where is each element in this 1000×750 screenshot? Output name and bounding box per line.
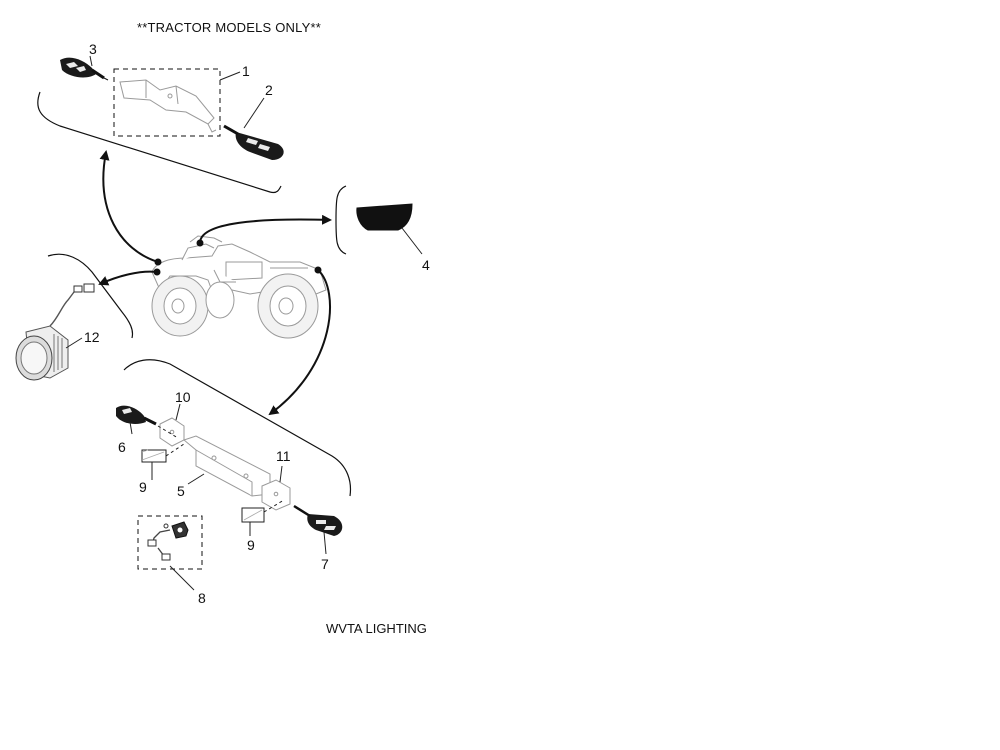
leader-12 bbox=[65, 337, 83, 349]
bracket-11 bbox=[261, 479, 291, 511]
atv-illustration bbox=[151, 235, 327, 339]
group-bracket-12 bbox=[47, 253, 134, 339]
arrow-to-bottom-group bbox=[268, 269, 331, 416]
callout-2: 2 bbox=[265, 82, 273, 98]
callout-4: 4 bbox=[422, 257, 430, 273]
indicator-3 bbox=[60, 57, 109, 81]
arrow-to-rear-lens bbox=[199, 214, 332, 244]
leader-11 bbox=[279, 465, 283, 483]
callout-9-left: 9 bbox=[139, 479, 147, 495]
leader-1 bbox=[219, 71, 241, 81]
top-indicator-group bbox=[37, 55, 284, 194]
callout-5: 5 bbox=[177, 483, 185, 499]
leader-4 bbox=[401, 227, 423, 255]
work-lamp-12 bbox=[15, 283, 95, 381]
group-bracket-4 bbox=[335, 185, 347, 255]
leader-2 bbox=[243, 97, 265, 129]
part-8-dashed-box bbox=[137, 515, 203, 570]
diagram-title: WVTA LIGHTING bbox=[326, 621, 427, 636]
callout-12: 12 bbox=[84, 329, 100, 345]
callout-3: 3 bbox=[89, 41, 97, 57]
bottom-group bbox=[116, 359, 352, 591]
rear-lens-group bbox=[335, 185, 423, 255]
leader-3 bbox=[89, 55, 93, 67]
bracket-5 bbox=[182, 435, 271, 497]
headlamp-group bbox=[15, 253, 134, 381]
arrow-to-headlamp bbox=[98, 270, 158, 286]
rear-lens-4 bbox=[356, 203, 413, 231]
leader-6 bbox=[129, 421, 133, 435]
callout-10: 10 bbox=[175, 389, 191, 405]
bracket-10 bbox=[159, 417, 185, 447]
reflector-9-left bbox=[141, 449, 167, 463]
group-bracket-bottom bbox=[123, 359, 352, 497]
plate-light-8 bbox=[147, 521, 189, 561]
callout-11: 11 bbox=[276, 448, 291, 464]
callout-6: 6 bbox=[118, 439, 126, 455]
callout-9-right: 9 bbox=[247, 537, 255, 553]
indicator-2 bbox=[223, 124, 284, 160]
callout-8: 8 bbox=[198, 590, 206, 606]
reflector-9-right bbox=[241, 507, 265, 523]
leader-5 bbox=[187, 473, 205, 485]
indicator-7 bbox=[293, 504, 343, 536]
leader-7 bbox=[323, 531, 327, 555]
bracket-1 bbox=[119, 79, 217, 133]
group-bracket-top bbox=[37, 91, 282, 194]
leader-8 bbox=[169, 565, 195, 591]
tractor-models-note: **TRACTOR MODELS ONLY** bbox=[137, 20, 321, 35]
indicator-6 bbox=[116, 405, 157, 426]
callout-1: 1 bbox=[242, 63, 250, 79]
leader-10 bbox=[175, 403, 181, 421]
arrow-to-top-group bbox=[99, 150, 159, 263]
part-1-dashed-box bbox=[113, 68, 221, 137]
callout-7: 7 bbox=[321, 556, 329, 572]
